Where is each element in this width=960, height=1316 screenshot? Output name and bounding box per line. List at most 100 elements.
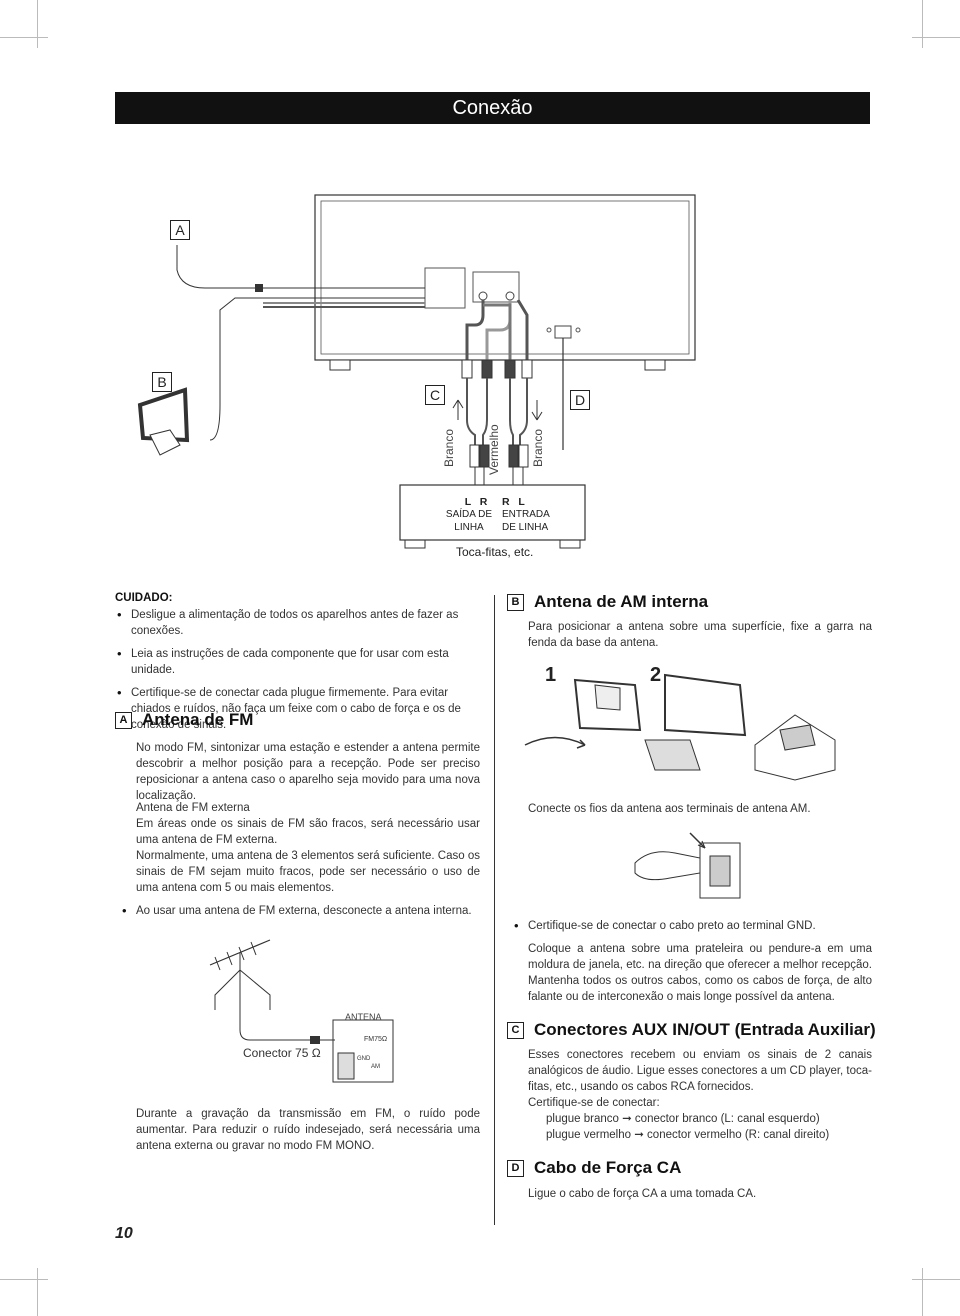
am-loop-antenna [137,387,190,443]
house-outline [214,969,271,1010]
out-label: SAÍDA DE LINHA [445,509,493,533]
step-1: 1 [545,664,557,686]
label-c: C [425,385,445,405]
rca-plug [469,444,480,468]
fm-heading: A Antena de FM [115,710,253,730]
label-d: D [570,390,590,410]
caution-item: Leia as instruções de cada componente qu… [115,646,487,678]
antenna-element [226,951,233,966]
terminal-block [337,1052,355,1080]
aux-line2: plugue vermelho ➞ conector vermelho (R: … [546,1129,830,1141]
aux-heading-text: Conectores AUX IN/OUT (Entrada Auxiliar) [534,1020,876,1039]
screw [546,327,552,333]
fm-wire [176,245,255,289]
color-label-white: Branco [531,428,545,467]
label-a: A [170,220,190,240]
am-antenna-steps-diagram [524,673,836,781]
tape-deck-foot [404,539,426,549]
power-heading: D Cabo de Força CA [507,1158,681,1178]
page-number: 10 [115,1225,133,1242]
fm75-label: FM75Ω [364,1036,388,1043]
aux-terminal-panel [472,271,520,303]
rca-cable [482,378,488,445]
fm-para2: Em áreas onde os sinais de FM são fracos… [136,818,480,846]
crop-mark [37,0,38,48]
unit-inner-frame [320,200,690,355]
gnd-label: GND [357,1056,371,1062]
terminal-slot [709,855,731,887]
column-divider [494,595,495,1225]
page-title: Conexão [452,96,533,119]
aux-para2: Certifique-se de conectar: [528,1097,660,1109]
aux-badge: C [507,1021,524,1039]
am-clip-detail [779,724,816,751]
rca-cable-red [485,300,512,365]
step-2: 2 [650,664,662,686]
hand [634,851,701,881]
fm-ext-title: Antena de FM externa [136,802,250,814]
in-label: ENTRADA DE LINHA [502,509,550,533]
rca-plug [518,444,529,468]
fm-bullet: Ao usar uma antena de FM externa, descon… [120,903,480,919]
am-heading-text: Antena de AM interna [534,592,709,611]
tape-deck-body [399,484,586,541]
caution-block: CUIDADO: Desligue a alimentação de todos… [115,590,487,740]
antenna-panel [332,1019,394,1083]
rca-plug [481,359,493,379]
antenna-element [250,941,257,956]
fm-plug [255,284,263,292]
am-bullet: Certifique-se de conectar o cabo preto a… [512,918,872,934]
press-arrow [689,832,706,849]
rca-plug [504,359,516,379]
fm-heading-text: Antena de FM [142,710,254,729]
crop-mark [922,0,923,48]
antenna-boom [209,939,271,966]
tape-deck-foot [559,539,581,549]
am-para1: Para posicionar a antena sobre uma super… [528,621,872,649]
am-bullet-list: Certifique-se de conectar o cabo preto a… [512,918,872,941]
am-para2: Conecte os fios da antena aos terminais … [528,803,811,815]
crop-mark [912,1279,960,1280]
press-arrow-head [697,840,706,849]
crop-mark [0,37,48,38]
caution-title: CUIDADO: [115,592,173,604]
am-antenna-base [149,429,181,456]
rca-cable-white [516,299,529,365]
am-loop-step2 [664,673,747,737]
crop-mark [912,37,960,38]
am-label: AM [371,1064,380,1070]
rca-cable [519,378,528,445]
crop-mark [37,1268,38,1316]
fm-external-antenna-diagram [209,939,394,1083]
am-heading: B Antena de AM interna [507,592,708,612]
color-label-white: Branco [442,428,456,467]
am-para3: Coloque a antena sobre uma prateleira ou… [528,943,872,1003]
am-clip [594,684,621,711]
coax-plug [310,1036,320,1044]
fm-para1: No modo FM, sintonizar uma estação e est… [136,742,480,802]
caution-item: Certifique-se de conectar cada plugue fi… [115,685,487,733]
rca-plug [508,444,519,468]
down-arrow [531,400,543,421]
antenna-element [214,956,221,971]
wire-connect-diagram [634,832,741,899]
am-badge: B [507,593,524,611]
fm-bullet-list: Ao usar uma antena de FM externa, descon… [120,903,480,926]
connection-diagram [137,194,696,549]
connector-label: Conector 75 Ω [243,1046,321,1060]
am-wire [209,297,425,441]
page-title-bar: Conexão [115,92,870,124]
rotate-arrow [524,736,586,749]
crop-mark [922,1268,923,1316]
am-base-step2 [644,739,701,771]
aux-line1: plugue branco ➞ conector branco (L: cana… [546,1113,820,1125]
rca-plug [461,359,473,379]
in-rl: R L [502,496,525,508]
antenna-label: ANTENA [345,1012,382,1022]
rca-cable [466,378,476,445]
fm-badge: A [115,711,132,729]
label-b: B [152,372,172,392]
rca-cable [509,378,514,445]
unit-foot [329,359,351,371]
power-heading-text: Cabo de Força CA [534,1158,682,1177]
